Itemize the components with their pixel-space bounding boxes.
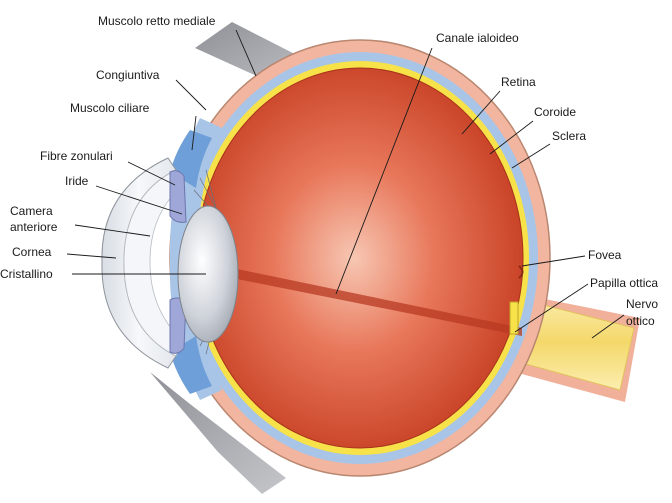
lower-rectus-muscle — [150, 372, 286, 494]
label-muscolo-ciliare: Muscolo ciliare — [70, 101, 150, 115]
label-canale-ialoideo: Canale ialoideo — [436, 31, 519, 45]
label-camera-anteriore-1: Camera — [10, 204, 53, 218]
label-cornea: Cornea — [12, 245, 52, 259]
anterior-chamber — [123, 169, 183, 357]
iris-upper — [169, 170, 187, 223]
label-fibre-zonulari: Fibre zonulari — [40, 149, 113, 163]
label-nervo-ottico-1: Nervo — [626, 297, 658, 311]
vitreous-body — [196, 67, 524, 449]
optic-disc — [509, 301, 519, 335]
label-congiuntiva: Congiuntiva — [96, 68, 160, 82]
label-fovea: Fovea — [588, 248, 622, 262]
labels-left: Muscolo retto mediale Congiuntiva Muscol… — [0, 14, 216, 281]
label-muscolo-retto-mediale: Muscolo retto mediale — [98, 14, 216, 28]
label-coroide: Coroide — [534, 105, 576, 119]
iris-lower — [169, 297, 187, 354]
label-retina: Retina — [501, 75, 536, 89]
label-cristallino: Cristallino — [0, 267, 53, 281]
labels-right: Canale ialoideo Retina Coroide Sclera Fo… — [436, 31, 658, 328]
label-nervo-ottico-2: ottico — [626, 314, 655, 328]
fovea-mark — [518, 265, 524, 279]
label-papilla-ottica: Papilla ottica — [590, 276, 658, 290]
label-camera-anteriore-2: anteriore — [10, 220, 58, 234]
label-sclera: Sclera — [552, 129, 586, 143]
hyaloid-canal — [232, 268, 522, 336]
leader-lines — [66, 29, 625, 339]
label-iride: Iride — [65, 174, 89, 188]
